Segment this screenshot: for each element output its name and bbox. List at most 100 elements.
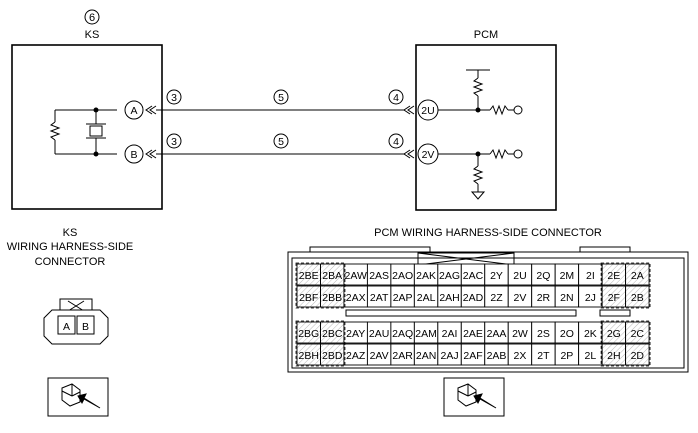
svg-text:3: 3 bbox=[171, 136, 177, 148]
pcm-pin-label: 2C bbox=[631, 328, 645, 340]
pcm-pin-label: 2K bbox=[584, 328, 597, 340]
ks-internal-circuit bbox=[49, 107, 117, 157]
pcm-pin-label: 2AD bbox=[463, 292, 484, 304]
pcm-pin-group-outline bbox=[295, 320, 346, 367]
pcm-pin-group-outline bbox=[600, 262, 651, 309]
svg-text:5: 5 bbox=[278, 136, 284, 148]
pcm-pin-label: 2AC bbox=[463, 270, 484, 282]
pcm-pin-label: 2D bbox=[631, 350, 645, 362]
pcm-pin-label: 2X bbox=[514, 350, 527, 362]
pcm-pin-label: 2Y bbox=[490, 270, 503, 282]
pcm-pin-label: 2V bbox=[514, 292, 527, 304]
pcm-pin-label: 2Q bbox=[536, 270, 550, 282]
pcm-pin-cell bbox=[625, 285, 650, 308]
pcm-pin-label: 2S bbox=[537, 328, 550, 340]
svg-text:2V: 2V bbox=[422, 149, 435, 161]
pcm-title: PCM bbox=[474, 29, 498, 41]
pcm-internal-circuit bbox=[438, 69, 523, 200]
pcm-pin-label: 2AH bbox=[439, 292, 459, 304]
pcm-pin-label: 2W bbox=[512, 328, 528, 340]
svg-text:4: 4 bbox=[393, 136, 399, 148]
ks-caption-line-3: CONNECTOR bbox=[35, 256, 106, 268]
wire-b-to-2v bbox=[145, 149, 415, 159]
svg-text:2U: 2U bbox=[421, 105, 434, 117]
pcm-pin-label: 2H bbox=[607, 350, 620, 362]
pcm-pin-label: 2N bbox=[560, 292, 573, 304]
pcm-pin-label: 2AU bbox=[369, 328, 389, 340]
pcm-pin-label: 2AS bbox=[369, 270, 389, 282]
pcm-pin-label: 2AL bbox=[417, 292, 436, 304]
callout-5-lower: 5 bbox=[273, 133, 289, 149]
pcm-pin-label: 2AZ bbox=[346, 350, 366, 362]
pcm-pin-label: 2BC bbox=[322, 328, 343, 340]
callout-4-lower: 4 bbox=[388, 133, 404, 149]
pcm-pin-label: 2AA bbox=[487, 328, 507, 340]
pcm-pin-label: 2AE bbox=[463, 328, 483, 340]
svg-text:5: 5 bbox=[278, 92, 284, 104]
pcm-pin-label: 2AK bbox=[416, 270, 436, 282]
pcm-pin-label: 2BD bbox=[322, 350, 343, 362]
svg-text:3: 3 bbox=[171, 92, 177, 104]
pcm-pin-label: 2AG bbox=[439, 270, 460, 282]
ks-caption-line-2: WIRING HARNESS-SIDE bbox=[7, 241, 134, 253]
pcm-pin-label: 2AT bbox=[370, 292, 389, 304]
pcm-view-direction-icon bbox=[443, 377, 505, 417]
pcm-pin-label: 2R bbox=[537, 292, 551, 304]
ks-title: KS bbox=[85, 29, 100, 41]
pcm-pin-label: 2G bbox=[607, 328, 621, 340]
pcm-pin-label: 2M bbox=[560, 270, 575, 282]
pcm-pin-label: 2AF bbox=[463, 350, 482, 362]
ks-terminal-a: A bbox=[124, 100, 144, 120]
pcm-pin-label: 2I bbox=[586, 270, 595, 282]
pcm-pin-label: 2BB bbox=[322, 292, 342, 304]
pcm-pin-label: 2AM bbox=[415, 328, 437, 340]
pcm-pin-label: 2AR bbox=[392, 350, 413, 362]
pcm-component-box bbox=[415, 44, 557, 211]
pcm-connector-housing bbox=[287, 246, 689, 373]
pcm-pin-label: 2BH bbox=[299, 350, 319, 362]
pcm-pin-label: 2P bbox=[560, 350, 573, 362]
pcm-pin-label: 2F bbox=[608, 292, 620, 304]
pcm-pin-label: 2E bbox=[607, 270, 620, 282]
pcm-pin-label: 2BA bbox=[322, 270, 342, 282]
callout-4-upper: 4 bbox=[388, 89, 404, 105]
pcm-pin-label: 2A bbox=[631, 270, 644, 282]
pcm-pin-label: 2U bbox=[513, 270, 526, 282]
wire-a-to-2u bbox=[145, 105, 415, 115]
pcm-pin-label: 2BF bbox=[299, 292, 318, 304]
ks-connector-pin-a: A bbox=[63, 321, 70, 333]
pcm-pin-label: 2AI bbox=[442, 328, 458, 340]
svg-text:4: 4 bbox=[393, 92, 399, 104]
pcm-terminal-2v: 2V bbox=[417, 143, 439, 165]
ks-caption-line-1: KS bbox=[63, 227, 78, 239]
pcm-pin-label: 2AW bbox=[344, 270, 366, 282]
callout-5-upper: 5 bbox=[273, 89, 289, 105]
pcm-pin-label: 2AB bbox=[487, 350, 507, 362]
pcm-pin-label: 2AY bbox=[346, 328, 365, 340]
callout-3-lower: 3 bbox=[166, 133, 182, 149]
ks-view-direction-icon bbox=[47, 377, 109, 417]
pcm-pin-label: 2AQ bbox=[392, 328, 413, 340]
pcm-pin-label: 2AX bbox=[346, 292, 366, 304]
pcm-connector-caption: PCM WIRING HARNESS-SIDE CONNECTOR bbox=[374, 227, 602, 239]
ks-terminal-b: B bbox=[124, 144, 144, 164]
ks-callout-marker: 6 bbox=[84, 9, 100, 25]
svg-text:B: B bbox=[130, 149, 137, 161]
ks-connector-face bbox=[43, 298, 109, 345]
pcm-pin-label: 2T bbox=[537, 350, 550, 362]
pcm-pin-label: 2AN bbox=[416, 350, 436, 362]
pcm-pin-label: 2AP bbox=[393, 292, 413, 304]
pcm-pin-cell bbox=[625, 263, 650, 286]
pcm-pin-label: 2J bbox=[585, 292, 596, 304]
svg-text:A: A bbox=[130, 105, 137, 117]
pcm-pin-group-outline bbox=[600, 320, 651, 367]
pcm-pin-label: 2AV bbox=[370, 350, 389, 362]
pcm-pin-label: 2AJ bbox=[441, 350, 459, 362]
pcm-pin-group-outline bbox=[295, 262, 346, 309]
pcm-terminal-2u: 2U bbox=[417, 99, 439, 121]
pcm-pin-label: 2BE bbox=[299, 270, 319, 282]
pcm-pin-cell bbox=[625, 321, 650, 344]
pcm-pin-label: 2BG bbox=[298, 328, 319, 340]
